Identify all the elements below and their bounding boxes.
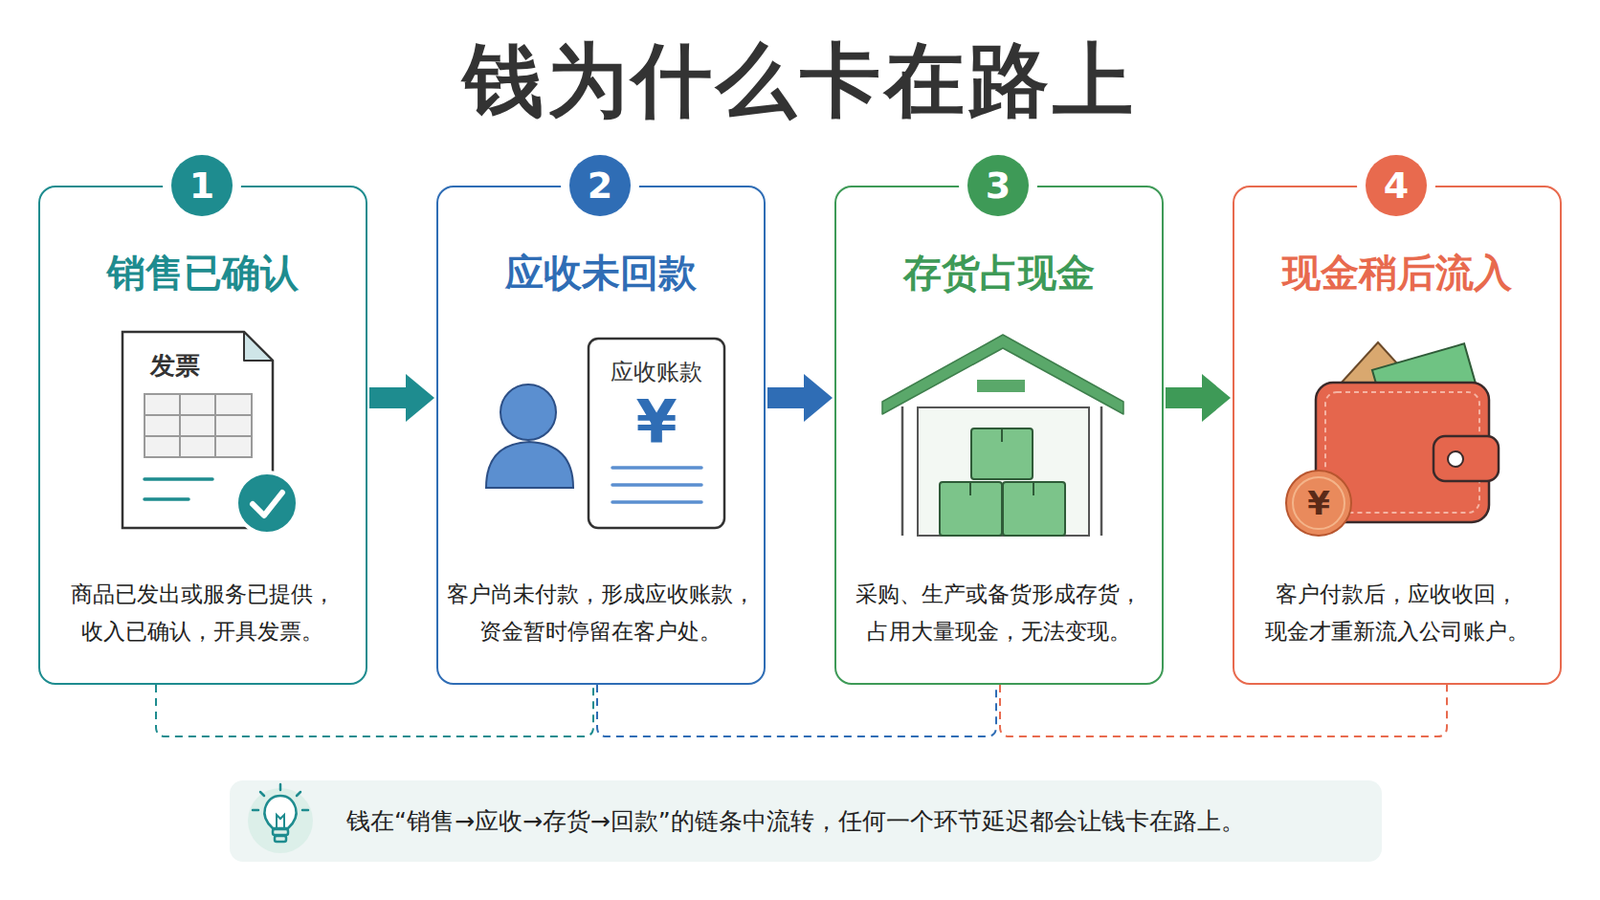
check-mark xyxy=(252,492,283,516)
bulb-ray xyxy=(260,792,265,797)
arrow-shaft xyxy=(767,387,804,409)
step-heading: 存货占现金 xyxy=(836,246,1161,299)
flow-arrow xyxy=(1165,374,1231,423)
bulb-ray xyxy=(296,792,301,797)
arrow-head xyxy=(1201,374,1231,423)
bulb-glass xyxy=(264,796,296,829)
dashed-line xyxy=(155,685,594,737)
step-number-badge: 4 xyxy=(1365,155,1427,217)
person-head xyxy=(500,384,556,441)
callout-number: 1 xyxy=(171,155,233,217)
warehouse-roof xyxy=(882,334,1124,415)
step-description: 客户付款后，应收收回， 现金才重新流入公司账户。 xyxy=(1238,576,1556,651)
cash-bill xyxy=(1372,343,1480,423)
illustration-label: 应收账款 xyxy=(610,359,703,385)
envelope xyxy=(1339,342,1417,385)
note-text: 钱在“销售→应收→存货→回款”的链条中流转，任何一个环节延迟都会让钱卡在路上。 xyxy=(346,780,1245,863)
step-description: 采购、生产或备货形成存货， 占用大量现金，无法变现。 xyxy=(840,576,1157,651)
warehouse-door xyxy=(917,407,1089,536)
box-tape xyxy=(969,482,972,496)
coin xyxy=(1286,470,1352,536)
bulb-ray xyxy=(279,784,283,791)
illustration-label: 发票 xyxy=(150,352,200,380)
dashed-link xyxy=(155,685,594,737)
bulb-filament xyxy=(276,815,285,829)
bulb-base xyxy=(272,829,289,836)
wallet-body xyxy=(1315,382,1489,523)
step-card: 应收未回款客户尚未付款，形成应收账款， 资金暂时停留在客户处。2 xyxy=(436,185,766,686)
bulb-ray xyxy=(302,809,309,813)
step-heading: 现金稍后流入 xyxy=(1234,246,1559,299)
dashed-line xyxy=(597,685,997,737)
box-tape xyxy=(1032,482,1035,496)
text-line xyxy=(144,477,213,482)
step-description: 客户尚未付款，形成应收账款， 资金暂时停留在客户处。 xyxy=(442,576,759,651)
callout-number: 4 xyxy=(1365,155,1427,217)
bulb-base xyxy=(274,836,287,843)
wallet-clasp xyxy=(1433,436,1499,482)
callout-number: 3 xyxy=(967,155,1029,217)
bulb-ray xyxy=(252,809,259,813)
step-description: 商品已发出或服务已提供， 收入已确认，开具发票。 xyxy=(44,576,361,651)
stock-box xyxy=(1002,482,1066,536)
diagram-title: 钱为什么卡在路上 xyxy=(0,26,1600,134)
clasp-button xyxy=(1447,451,1464,467)
table-rule xyxy=(178,394,181,458)
arrow-shaft xyxy=(369,387,406,409)
flow-arrow xyxy=(767,374,833,423)
text-line xyxy=(144,497,189,502)
text-line xyxy=(612,466,702,470)
currency-symbol: ¥ xyxy=(1307,486,1331,522)
table-rule xyxy=(144,414,252,417)
step-card: 现金稍后流入客户付款后，应收收回， 现金才重新流入公司账户。4 xyxy=(1232,185,1562,686)
text-line xyxy=(612,483,702,488)
arrow-head xyxy=(803,374,833,423)
table-rule xyxy=(214,394,217,458)
warehouse-wall xyxy=(1100,406,1104,536)
step-number-badge: 1 xyxy=(171,155,233,217)
step-card: 销售已确认商品已发出或服务已提供， 收入已确认，开具发票。1 xyxy=(38,185,368,686)
dashed-link xyxy=(597,685,997,737)
person-body xyxy=(486,442,574,489)
dashed-line xyxy=(1000,685,1447,737)
step-heading: 销售已确认 xyxy=(40,246,365,299)
table-rule xyxy=(144,435,252,438)
warehouse-wall xyxy=(901,406,905,536)
step-heading: 应收未回款 xyxy=(438,246,763,299)
stock-box xyxy=(939,482,1002,536)
receivable-card xyxy=(588,338,725,529)
arrow-shaft xyxy=(1165,387,1202,409)
dashed-link xyxy=(1000,685,1447,737)
stock-box xyxy=(971,428,1033,480)
step-number-badge: 3 xyxy=(967,155,1029,217)
page-fold xyxy=(244,332,273,361)
callout-number: 2 xyxy=(569,155,631,217)
step-card: 存货占现金采购、生产或备货形成存货， 占用大量现金，无法变现。3 xyxy=(834,185,1164,686)
wallet-stitch xyxy=(1325,392,1480,513)
currency-symbol: ¥ xyxy=(635,390,677,456)
flow-arrow xyxy=(369,374,435,423)
warehouse-vent xyxy=(977,379,1025,393)
step-number-badge: 2 xyxy=(569,155,631,217)
icon-bg xyxy=(247,788,313,854)
box-tape xyxy=(1000,428,1003,443)
text-line xyxy=(612,500,702,505)
invoice-table xyxy=(144,394,252,458)
check-badge xyxy=(236,472,298,534)
invoice-sheet xyxy=(122,332,273,529)
note-box: 钱在“销售→应收→存货→回款”的链条中流转，任何一个环节延迟都会让钱卡在路上。 xyxy=(229,780,1382,863)
arrow-head xyxy=(405,374,435,423)
coin-rim xyxy=(1292,477,1345,530)
